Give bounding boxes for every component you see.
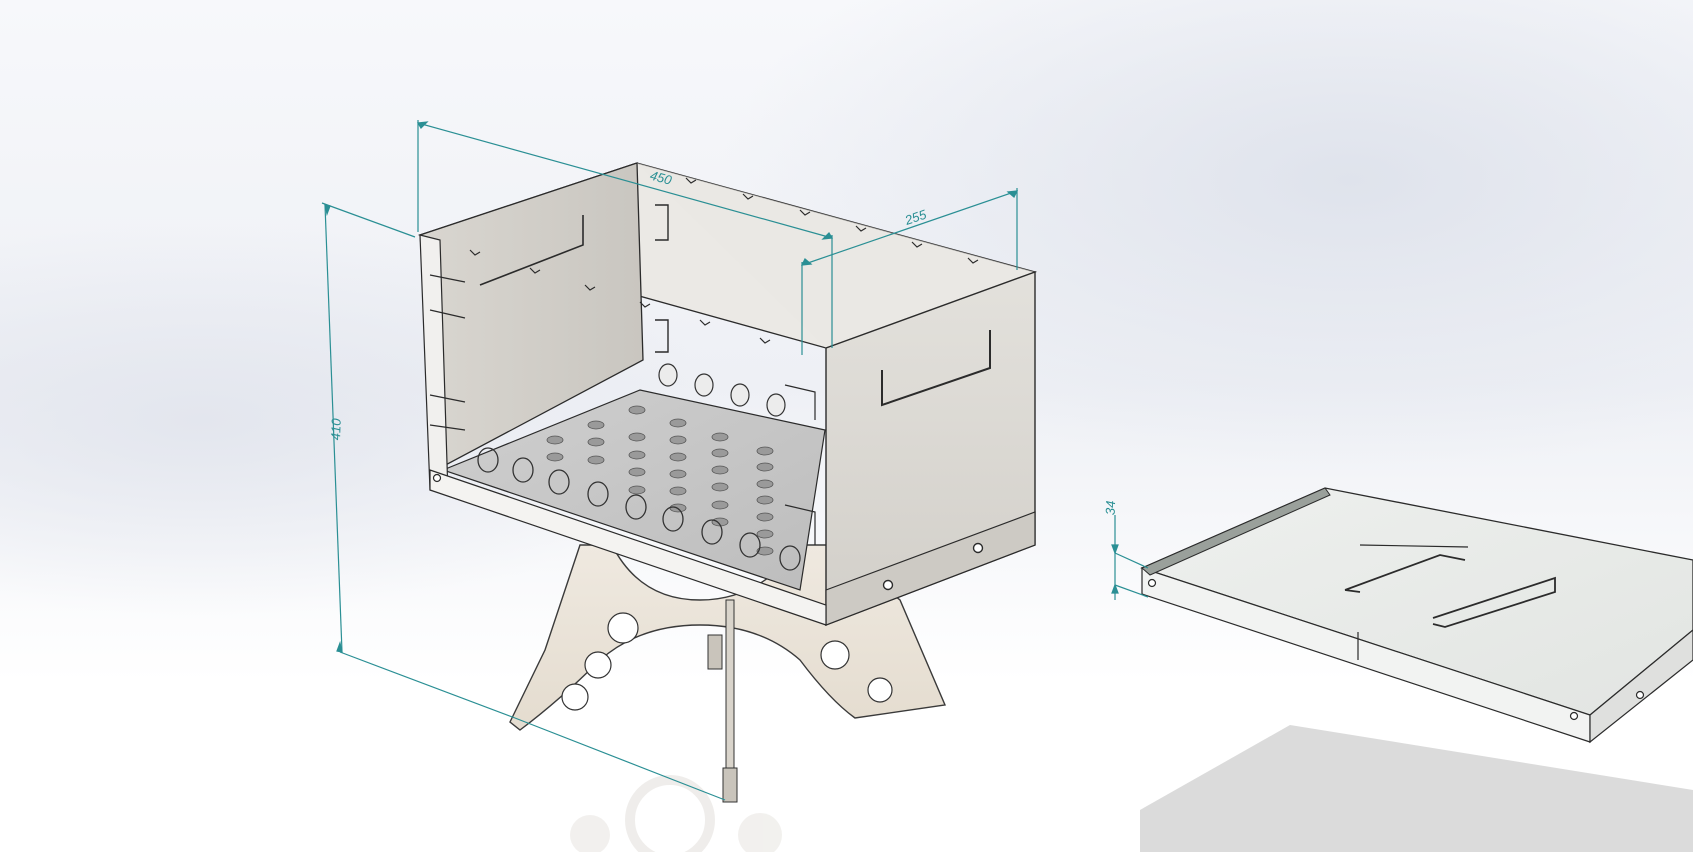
fire-box[interactable] <box>417 162 1038 627</box>
dimension-depth-label[interactable]: 255 <box>902 206 929 228</box>
folded-panel[interactable] <box>1140 487 1693 744</box>
floor-reflection <box>570 725 1693 852</box>
dimension-length-label[interactable]: 450 <box>649 168 675 188</box>
dimension-annotations[interactable] <box>321 120 1149 801</box>
dimension-height-label[interactable]: 410 <box>328 417 344 440</box>
grate-holes <box>546 405 774 556</box>
air-holes-back <box>658 363 786 417</box>
top-edge-notches <box>469 177 979 344</box>
dimension-thickness-label[interactable]: 34 <box>1103 500 1118 515</box>
air-holes-front <box>477 447 801 571</box>
